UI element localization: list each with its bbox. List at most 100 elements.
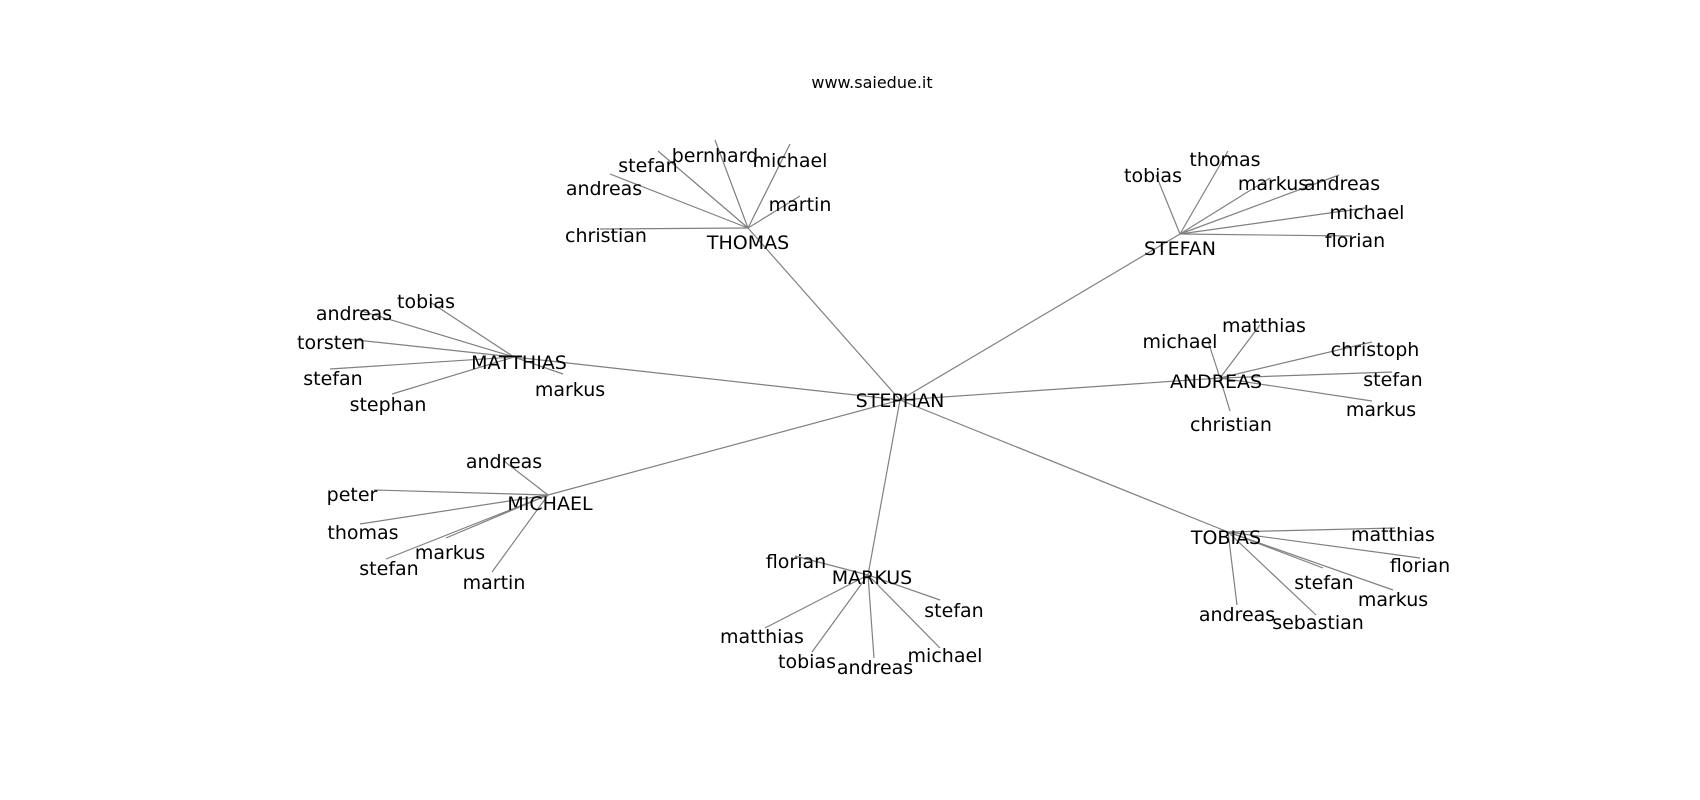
hub-leaf-edge xyxy=(1227,531,1394,591)
hub-leaf-edge xyxy=(1207,340,1221,379)
center-hub-edge xyxy=(899,233,1181,401)
leaf-node-label: matthias xyxy=(1222,315,1306,337)
leaf-node-label: stephan xyxy=(350,394,427,416)
hub-leaf-edge xyxy=(811,574,869,653)
center-node-label: STEPHAN xyxy=(856,390,945,412)
leaf-node-label: stefan xyxy=(303,368,362,390)
hub-node-label: TOBIAS xyxy=(1190,527,1261,549)
leaf-node-label: andreas xyxy=(837,657,913,679)
leaf-node-label: andreas xyxy=(1304,173,1380,195)
leaf-node-label: matthias xyxy=(720,626,804,648)
leaf-node-label: tobias xyxy=(1124,165,1182,187)
hub-leaf-edge xyxy=(609,173,749,229)
leaf-node-label: michael xyxy=(1143,331,1218,353)
hub-leaf-edge xyxy=(1179,174,1340,235)
hub-leaf-edge xyxy=(391,356,515,395)
leaf-node-label: matthias xyxy=(1351,524,1435,546)
hub-node-label: ANDREAS xyxy=(1170,371,1262,393)
hub-leaf-edge xyxy=(747,143,791,229)
leaf-node-label: florian xyxy=(1390,555,1450,577)
leaf-node-label: markus xyxy=(415,542,485,564)
hub-leaf-edge xyxy=(1179,233,1353,237)
hub-leaf-edge xyxy=(1227,531,1421,559)
leaf-node-label: torsten xyxy=(297,332,365,354)
leaf-node-label: michael xyxy=(1330,202,1405,224)
hub-leaf-edge xyxy=(657,150,749,229)
hub-leaf-edge xyxy=(373,489,549,496)
hub-leaf-edge xyxy=(867,574,941,649)
leaf-node-label: stefan xyxy=(618,155,677,177)
hub-leaf-edge xyxy=(867,574,941,601)
label-layer: www.saiedue.it STEPHAN THOMASstefanbernh… xyxy=(297,73,1450,679)
leaf-node-label: stefan xyxy=(359,558,418,580)
leaf-node-label: markus xyxy=(1238,173,1308,195)
hub-node-label: MARKUS xyxy=(832,567,913,589)
hub-leaf-edge xyxy=(599,227,749,230)
hub-leaf-edge xyxy=(1219,324,1261,379)
leaf-node-label: stefan xyxy=(924,600,983,622)
leaf-node-label: stefan xyxy=(1363,369,1422,391)
center-hub-edge xyxy=(513,356,901,401)
hub-node-label: MICHAEL xyxy=(507,493,593,515)
leaf-node-label: thomas xyxy=(1189,149,1260,171)
hub-leaf-edge xyxy=(513,356,564,375)
center-hub-edge xyxy=(747,227,901,401)
leaf-node-label: bernhard xyxy=(672,145,759,167)
leaf-node-label: peter xyxy=(327,484,378,506)
hub-leaf-edge xyxy=(1179,177,1271,235)
leaf-node-label: andreas xyxy=(1199,604,1275,626)
leaf-node-label: florian xyxy=(766,551,826,573)
hub-leaf-edge xyxy=(867,574,875,659)
leaf-node-label: tobias xyxy=(778,651,836,673)
hub-leaf-edge xyxy=(503,460,549,496)
hub-leaf-edge xyxy=(794,555,869,576)
hub-node-label: THOMAS xyxy=(706,232,789,254)
hub-leaf-edge xyxy=(1219,341,1373,379)
center-hub-edge xyxy=(547,399,901,496)
hub-leaf-edge xyxy=(429,301,515,358)
edge-layer xyxy=(329,139,1421,659)
leaf-node-label: andreas xyxy=(316,303,392,325)
hub-leaf-edge xyxy=(1219,377,1231,412)
leaf-node-label: markus xyxy=(1358,589,1428,611)
hub-leaf-edge xyxy=(1227,531,1317,616)
center-hub-edge xyxy=(899,399,1229,533)
hub-node-label: MATTHIAS xyxy=(471,352,567,374)
hub-leaf-edge xyxy=(346,338,515,358)
hub-leaf-edge xyxy=(747,195,801,229)
leaf-node-label: christian xyxy=(565,225,647,247)
leaf-node-label: andreas xyxy=(466,451,542,473)
center-hub-edge xyxy=(899,377,1221,401)
center-hub-edge xyxy=(867,399,901,576)
leaf-node-label: christian xyxy=(1190,414,1272,436)
leaf-node-label: florian xyxy=(1325,230,1385,252)
leaf-node-label: stefan xyxy=(1294,572,1353,594)
hub-leaf-edge xyxy=(357,309,515,358)
leaf-node-label: tobias xyxy=(397,291,455,313)
leaf-node-label: christoph xyxy=(1331,339,1420,361)
leaf-node-label: martin xyxy=(463,572,526,594)
hub-leaf-edge xyxy=(1219,377,1373,402)
leaf-node-label: sebastian xyxy=(1272,612,1364,634)
leaf-node-label: michael xyxy=(908,645,983,667)
graph-title: www.saiedue.it xyxy=(811,73,932,92)
hub-leaf-edge xyxy=(1179,150,1229,235)
leaf-node-label: thomas xyxy=(327,522,398,544)
hub-leaf-edge xyxy=(1227,527,1396,533)
hub-leaf-edge xyxy=(359,494,549,525)
leaf-node-label: michael xyxy=(753,150,828,172)
hub-leaf-edge xyxy=(385,494,549,560)
leaf-node-label: markus xyxy=(535,379,605,401)
hub-leaf-edge xyxy=(1219,371,1393,379)
hub-leaf-edge xyxy=(764,574,869,629)
leaf-node-label: martin xyxy=(769,194,832,216)
leaf-node-label: andreas xyxy=(566,178,642,200)
hub-leaf-edge xyxy=(1227,531,1238,606)
hub-leaf-edge xyxy=(329,356,515,370)
hub-leaf-edge xyxy=(714,139,749,229)
hub-leaf-edge xyxy=(1155,174,1181,235)
hub-node-label: STEFAN xyxy=(1144,238,1216,260)
hub-leaf-edge xyxy=(491,494,549,573)
leaf-node-label: markus xyxy=(1346,399,1416,421)
